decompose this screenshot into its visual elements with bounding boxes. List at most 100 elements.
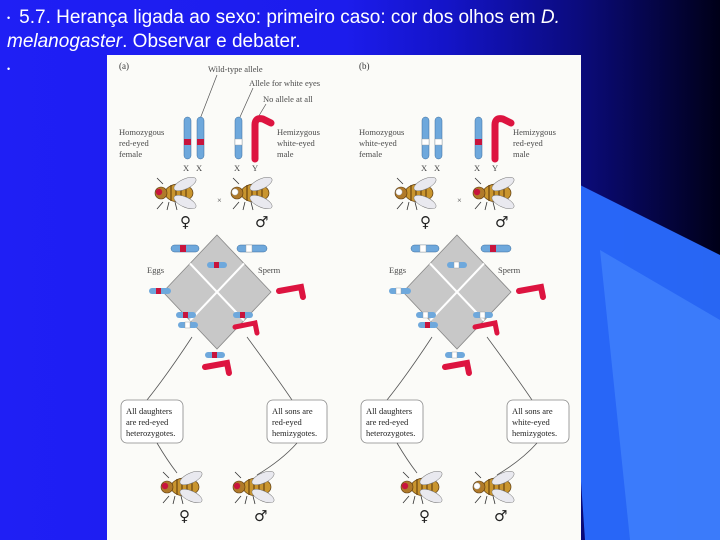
x-chromosome [421,116,430,160]
svg-text:hemizygotes.: hemizygotes. [512,428,557,438]
leader-line [239,87,254,118]
sperm-y-chromosome [516,283,546,300]
legend-white-eyes: Allele for white eyes [249,78,320,88]
male-b-line1: Hemizygous [513,127,556,137]
male-symbol: ♂ [255,213,268,231]
eggs-label: Eggs [147,265,164,275]
y-chromosome [251,115,275,163]
result-box-sons-b [506,399,570,444]
female-b-line2: white-eyed [359,138,398,148]
x-chromosome [234,116,243,160]
male-b-line2: red-eyed [513,138,543,148]
allele-band [421,138,430,146]
arrow [486,336,533,401]
bullet-icon: • [7,64,11,74]
female-b-line3: female [359,149,382,159]
svg-text:All daughters: All daughters [126,406,172,416]
female-a-line1: Homozygous [119,127,164,137]
allele-band [245,244,253,253]
allele-band [240,312,245,318]
male-symbol: ♂ [254,507,267,525]
offspring-y-chromosome [232,320,260,336]
sperm-y-chromosome [276,283,306,300]
allele-band [422,311,429,319]
x-label: X [234,163,240,173]
fly-female-parent [394,173,439,213]
male-a-line1: Hemizygous [277,127,320,137]
allele-band [479,311,486,319]
cross-symbol: × [217,195,222,205]
female-symbol: ♀ [419,507,430,525]
fly-male-parent [472,173,517,213]
allele-band [156,288,161,294]
arrow [496,442,538,476]
x-label: X [183,163,189,173]
x-chromosome [196,116,205,160]
male-b-line3: male [513,149,530,159]
arrow [386,336,433,401]
cross-symbol: × [457,195,462,205]
sperm-label: Sperm [258,265,281,275]
svg-text:All sons are: All sons are [272,406,313,416]
allele-band [419,244,427,253]
x-chromosome [474,116,483,160]
fly-daughter-b [400,467,445,507]
panel-b-label: (b) [359,61,370,71]
x-chromosome [434,116,443,160]
allele-band [212,352,217,358]
svg-text:are red-eyed: are red-eyed [366,417,409,427]
allele-band [184,139,191,145]
offspring-y-chromosome [202,359,232,376]
allele-band [214,262,219,268]
legend-no-allele: No allele at all [263,94,313,104]
x-label: X [421,163,427,173]
allele-band [425,322,430,328]
fly-daughter-a [160,467,205,507]
x-chromosome [183,116,192,160]
svg-text:heterozygotes.: heterozygotes. [126,428,175,438]
allele-band [197,139,204,145]
female-a-line3: female [119,149,142,159]
fly-son-b [472,467,517,507]
figure-canvas: (a) Wild-type allele Allele for white ey… [119,61,570,525]
male-symbol: ♂ [495,213,508,231]
allele-band [453,261,460,269]
allele-band [475,139,482,145]
male-a-line3: male [277,149,294,159]
fly-female-parent [154,173,199,213]
svg-text:white-eyed: white-eyed [512,417,551,427]
divider [429,262,485,322]
arrow [246,336,293,401]
male-symbol: ♂ [494,507,507,525]
female-symbol: ♀ [179,507,190,525]
svg-text:are red-eyed: are red-eyed [126,417,169,427]
y-label: Y [492,163,498,173]
divider [189,262,245,322]
eggs-label: Eggs [389,265,406,275]
genetics-figure: (a) Wild-type allele Allele for white ey… [107,55,581,540]
y-chromosome [491,115,515,163]
allele-band [184,321,191,329]
x-label: X [196,163,202,173]
slide-title: •5.7. Herança ligada ao sexo: primeiro c… [7,7,560,53]
male-a-line2: white-eyed [277,138,316,148]
female-a-line2: red-eyed [119,138,149,148]
arrow [156,442,178,474]
svg-text:heterozygotes.: heterozygotes. [366,428,415,438]
female-symbol: ♀ [180,213,191,231]
leader-line [199,74,218,120]
allele-band [434,138,443,146]
allele-band [183,312,188,318]
svg-text:All daughters: All daughters [366,406,412,416]
bullet-icon: • [7,13,11,23]
x-label: X [474,163,480,173]
allele-band [234,138,243,146]
offspring-y-chromosome [442,359,472,376]
sperm-label: Sperm [498,265,521,275]
arrow [396,442,418,474]
svg-text:hemizygotes.: hemizygotes. [272,428,317,438]
female-symbol: ♀ [420,213,431,231]
result-box-daughters-b [360,399,424,444]
